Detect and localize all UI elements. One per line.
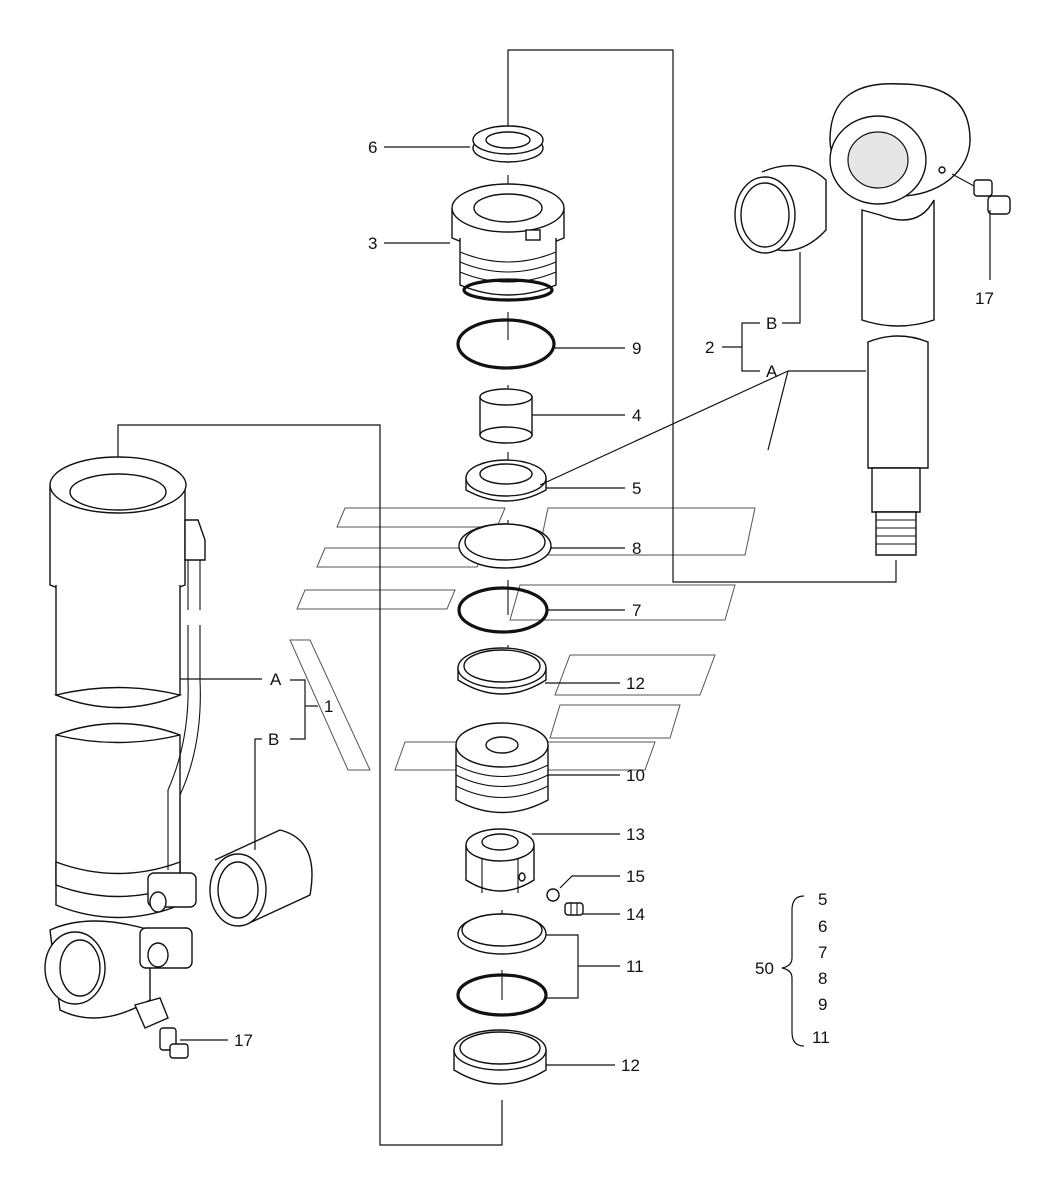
letter-a-right: A [766, 362, 778, 381]
connector-line-right [507, 49, 897, 583]
callout-6: 6 [368, 138, 377, 157]
callout-17-left: 17 [234, 1031, 253, 1050]
watermark-logo [289, 507, 756, 771]
callout-15: 15 [626, 867, 645, 886]
callout-7: 7 [632, 601, 641, 620]
callout-3: 3 [368, 234, 377, 253]
callout-1: 1 [324, 697, 333, 716]
cylinder-tube-assembly [44, 456, 206, 1029]
grease-nipple-17-left [159, 1027, 189, 1059]
kit-item-1: 5 [818, 890, 827, 909]
letter-b-left: B [268, 730, 279, 749]
part-4-bushing [479, 388, 533, 444]
kit-item-3: 7 [818, 943, 827, 962]
kit-number: 50 [755, 959, 774, 978]
part-7-o-ring [457, 586, 549, 634]
connector-line-left [117, 424, 503, 1146]
kit-item-4: 8 [818, 969, 827, 988]
callout-4: 4 [632, 406, 641, 425]
part-10-piston [455, 722, 549, 814]
kit-item-5: 9 [818, 995, 827, 1014]
part-14-set-screw [564, 902, 584, 916]
grease-nipple-17-right [951, 173, 1011, 215]
callout-12-lower: 12 [621, 1056, 640, 1075]
part-8-backup-ring [458, 523, 552, 569]
part-12-wear-ring-lower [453, 1029, 547, 1085]
leader-lines [180, 146, 991, 1066]
callout-11: 11 [626, 957, 644, 976]
part-5-seal [465, 459, 547, 502]
callout-5: 5 [632, 479, 641, 498]
callout-8: 8 [632, 539, 641, 558]
callout-12-upper: 12 [626, 674, 645, 693]
part-15-ball [546, 888, 560, 902]
piston-rod-assembly [829, 83, 971, 556]
kit-brace [781, 895, 805, 1047]
kit-item-6: 11 [812, 1028, 830, 1047]
kit-list: 50 5 6 7 8 9 11 [755, 890, 830, 1047]
part-6-wiper [472, 125, 544, 163]
part-9-o-ring [456, 318, 556, 370]
part-11-ring-set [456, 913, 548, 1017]
callout-13: 13 [626, 825, 645, 844]
bushing-b-right [734, 164, 827, 254]
callout-9: 9 [632, 339, 641, 358]
part-12-wear-ring-upper [457, 647, 547, 695]
callout-10: 10 [626, 766, 645, 785]
letter-b-right: B [766, 314, 777, 333]
callout-14: 14 [626, 905, 645, 924]
part-13-nut [465, 828, 535, 893]
kit-item-2: 6 [818, 917, 827, 936]
callout-2: 2 [705, 338, 714, 357]
callout-17-right: 17 [975, 289, 994, 308]
bushing-b-left [209, 829, 313, 927]
part-3-gland [451, 183, 565, 302]
callout-labels: 6 3 9 4 5 8 7 12 10 13 15 14 11 12 17 17… [234, 138, 994, 1075]
letter-a-left: A [270, 670, 282, 689]
